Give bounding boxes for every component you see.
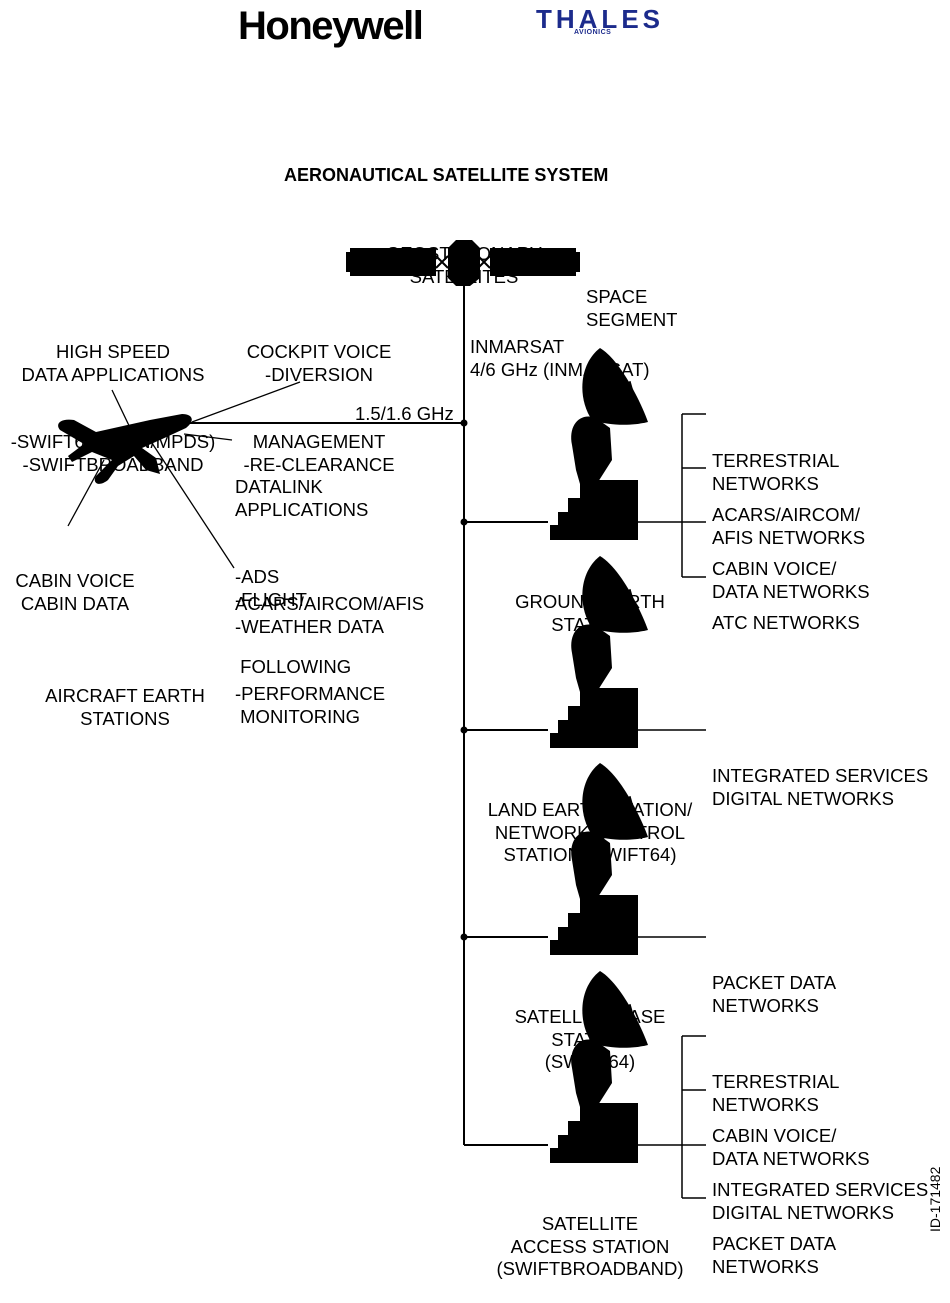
acars-label: ACARS/AIRCOM/AFIS-WEATHER DATA -PERFORMA… [235,593,425,727]
diagram-artwork [58,240,706,1199]
satellite-icon [346,240,580,286]
network-cabin-voice: CABIN VOICE/DATA NETWORKS [712,558,870,602]
thales-avionics-subtitle: AVIONICS [574,29,612,36]
figure-id: ID-171482 [927,1166,943,1232]
cockpit-voice-label: COCKPIT VOICE-DIVERSION MANAGEMENT-RE-CL… [243,341,395,475]
honeywell-logo: Honeywell [238,4,424,48]
network-acars: ACARS/AIRCOM/AFIS NETWORKS [712,504,866,548]
aircraft-icon [58,414,192,484]
aircraft-link-label: 1.5/1.6 GHz [355,403,454,424]
network-cabin-voice-2: CABIN VOICE/DATA NETWORKS [712,1125,870,1169]
network-atc: ATC NETWORKS [712,612,860,633]
thales-logo: THALES [536,4,664,34]
diagram-title: AERONAUTICAL SATELLITE SYSTEM [284,165,609,185]
